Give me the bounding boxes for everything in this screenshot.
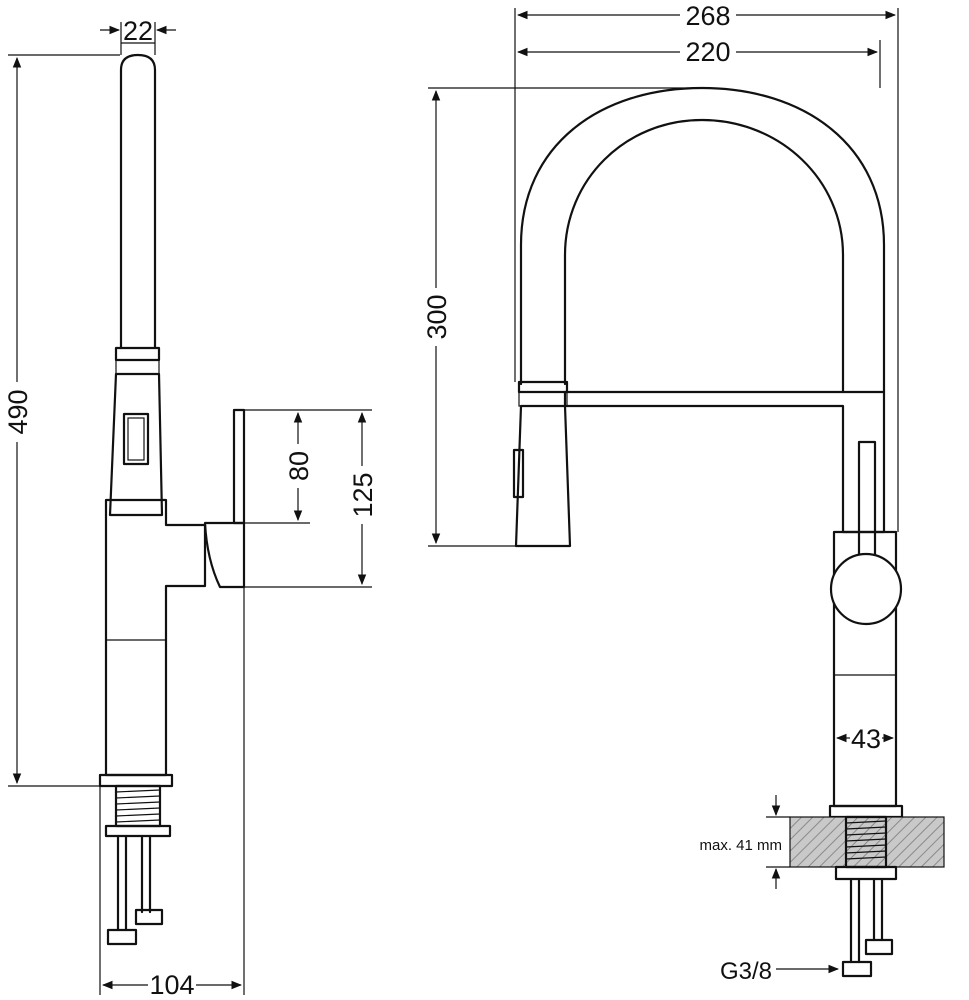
front-nut xyxy=(834,865,898,881)
note-connection: G3/8 xyxy=(720,958,772,985)
dim-base-width: 104 xyxy=(149,970,194,1000)
front-hose-left xyxy=(849,877,861,964)
front-thread-lines xyxy=(845,820,887,860)
side-lever-cap xyxy=(203,521,246,589)
front-hose-fitting-left xyxy=(841,960,873,978)
front-view xyxy=(512,86,945,978)
front-support-bar xyxy=(563,390,886,534)
side-lever-handle xyxy=(232,408,246,525)
side-hose-fitting-right xyxy=(134,908,164,926)
dim-arch-height: 300 xyxy=(422,294,452,339)
side-dimensions: 22 490 80 125 104 xyxy=(3,16,378,1000)
side-thread-lines xyxy=(115,789,161,823)
side-spout-tube xyxy=(119,53,157,350)
side-nut xyxy=(104,824,172,838)
front-base-plate xyxy=(828,804,904,819)
front-arch-inner xyxy=(563,118,845,394)
front-dimensions: 268 220 300 43 max. 41 mm G3/8 xyxy=(422,0,899,985)
dim-overall-width: 268 xyxy=(685,1,730,31)
side-spray-button-inner xyxy=(127,417,145,461)
side-hose-right xyxy=(140,834,152,914)
front-lever-knob xyxy=(829,552,903,626)
dim-lever-height-small: 80 xyxy=(284,451,314,481)
side-hose-fitting-left xyxy=(106,928,138,946)
dim-spout-diameter: 22 xyxy=(123,16,153,46)
front-spray-head xyxy=(514,404,572,548)
side-hose-left xyxy=(116,834,128,932)
side-spout-collar xyxy=(114,346,161,362)
side-spray-button xyxy=(122,412,150,466)
side-body xyxy=(104,498,207,777)
dim-lever-height-large: 125 xyxy=(348,472,378,517)
dim-body-diameter: 43 xyxy=(851,724,881,754)
front-hose-fitting-right xyxy=(864,938,894,956)
side-spray-head xyxy=(108,372,164,517)
front-head-collar-ring xyxy=(518,391,568,407)
side-spout-collar-ring xyxy=(115,359,160,375)
dim-arch-width: 220 xyxy=(685,37,730,67)
front-arch-outer xyxy=(519,86,886,394)
side-view xyxy=(98,53,246,946)
note-max-thickness: max. 41 mm xyxy=(699,837,782,854)
dim-total-height: 490 xyxy=(3,389,33,434)
front-hose-right xyxy=(872,877,884,942)
front-head-collar xyxy=(517,380,569,394)
front-spray-button xyxy=(512,448,525,499)
countertop-section xyxy=(789,816,945,868)
side-base-plate xyxy=(98,773,174,788)
